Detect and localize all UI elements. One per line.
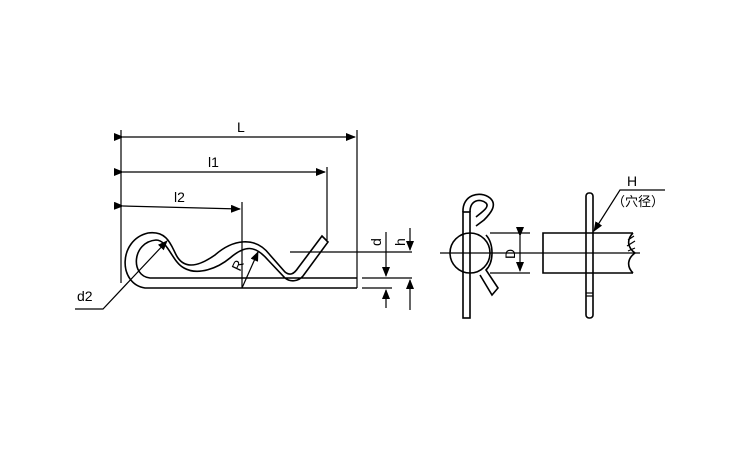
radius-arrow bbox=[241, 251, 259, 289]
pin-side-view bbox=[124, 232, 357, 289]
label-l2: l2 bbox=[174, 189, 185, 205]
d-h-dimensions bbox=[290, 228, 414, 310]
label-H: H bbox=[627, 173, 637, 189]
H-leader bbox=[593, 189, 665, 232]
label-L: L bbox=[237, 119, 245, 135]
label-hole-diameter: （穴径） bbox=[612, 194, 664, 209]
label-l1: l1 bbox=[208, 154, 219, 170]
label-d2: d2 bbox=[77, 288, 93, 304]
label-R: R bbox=[228, 257, 247, 273]
d2-leader bbox=[75, 240, 168, 310]
dimension-l2 bbox=[113, 201, 241, 213]
label-D: D bbox=[502, 249, 518, 259]
pin-front-view bbox=[440, 193, 640, 319]
label-d: d bbox=[368, 238, 384, 246]
label-h: h bbox=[392, 238, 408, 246]
shaft-view bbox=[542, 192, 637, 319]
